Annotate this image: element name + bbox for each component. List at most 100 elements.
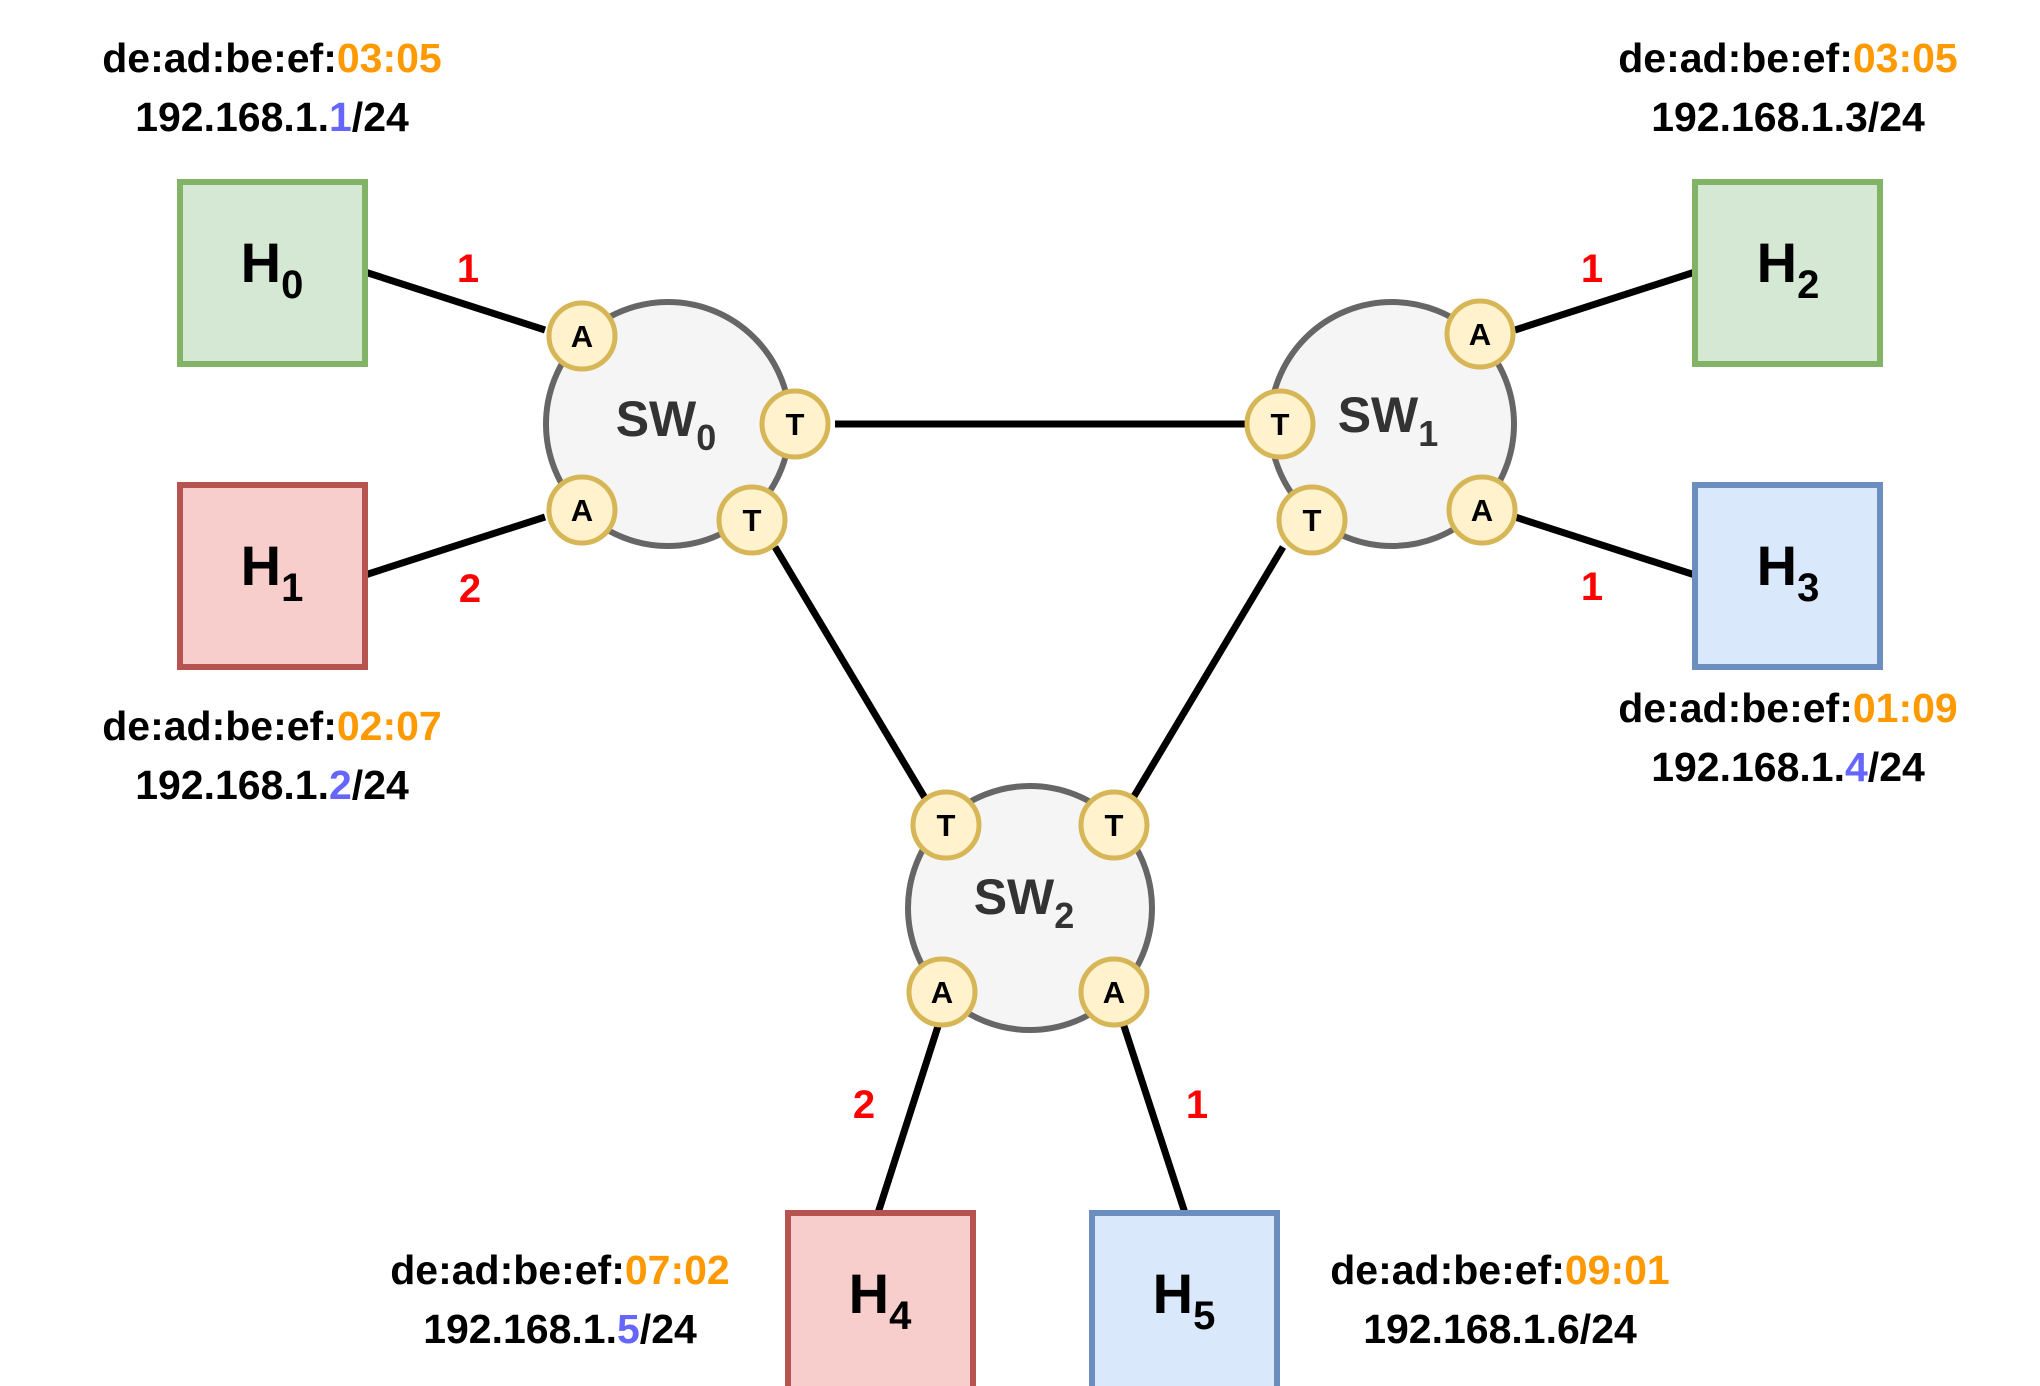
vlan-label-h4: 2	[853, 1083, 875, 1127]
host-h1[interactable]: H1	[177, 482, 368, 670]
ip-octet: 3	[1845, 94, 1868, 140]
ip-mask: /24	[1868, 744, 1925, 790]
link-h2-sw1	[1513, 268, 1697, 334]
host-subscript: 2	[1797, 263, 1819, 307]
port-label: A	[571, 319, 593, 354]
host-name: H	[849, 1262, 889, 1325]
ip-octet: 5	[617, 1306, 640, 1352]
port-label: A	[1103, 975, 1125, 1010]
ip-octet: 2	[329, 762, 352, 808]
svg-text:H3: H3	[1757, 534, 1820, 610]
port-label: T	[786, 407, 805, 442]
switch-subscript: 2	[1054, 895, 1074, 936]
port-label: A	[1471, 493, 1493, 528]
port-label: T	[1105, 808, 1124, 843]
ip-address-h3: 192.168.1.4/24	[1651, 744, 1925, 790]
mac-prefix: de:ad:be:ef:	[102, 35, 337, 81]
link-h1-sw0	[363, 513, 547, 579]
host-h4[interactable]: H4	[785, 1210, 976, 1386]
mac-suffix: 01:09	[1853, 685, 1958, 731]
mac-prefix: de:ad:be:ef:	[1330, 1247, 1565, 1293]
ports: A A T T A A T T	[546, 298, 1518, 1028]
mac-suffix: 03:05	[337, 35, 442, 81]
port-label: A	[1469, 317, 1491, 352]
link-sw1-sw2	[1129, 545, 1287, 800]
port-sw2-trunk-right[interactable]: T	[1078, 789, 1150, 861]
svg-text:H1: H1	[241, 534, 304, 610]
ip-prefix: 192.168.1.	[423, 1306, 617, 1352]
trunk-port-icon	[1078, 789, 1150, 861]
port-label: T	[937, 808, 956, 843]
ip-prefix: 192.168.1.	[1651, 744, 1845, 790]
ip-octet: 1	[329, 94, 352, 140]
mac-address-h1: de:ad:be:ef:02:07	[102, 703, 441, 749]
host-subscript: 3	[1797, 566, 1819, 610]
trunk-port-icon	[716, 484, 788, 556]
svg-text:H5: H5	[1153, 1262, 1216, 1338]
host-subscript: 5	[1193, 1294, 1215, 1338]
switch-sw1[interactable]: SW1	[1267, 299, 1517, 549]
port-sw2-access-right[interactable]: A	[1078, 956, 1150, 1028]
mac-suffix: 07:02	[625, 1247, 730, 1293]
mac-address-h0: de:ad:be:ef:03:05	[102, 35, 441, 81]
switch-name: SW	[616, 391, 697, 447]
port-sw1-trunk-bottom[interactable]: T	[1276, 484, 1348, 556]
host-subscript: 0	[281, 263, 303, 307]
port-sw1-access-top[interactable]: A	[1444, 298, 1516, 370]
host-box	[785, 1210, 976, 1386]
link-h4-sw2	[874, 1018, 944, 1215]
link-h0-sw0	[363, 268, 547, 334]
switch-name: SW	[1338, 387, 1419, 443]
host-h2[interactable]: H2	[1692, 179, 1883, 367]
port-sw1-trunk-left[interactable]: T	[1244, 388, 1316, 460]
ip-prefix: 192.168.1.	[1363, 1306, 1557, 1352]
port-sw0-access-bottom[interactable]: A	[546, 474, 618, 546]
trunk-port-icon	[759, 388, 831, 460]
svg-text:SW1: SW1	[1338, 387, 1439, 454]
vlan-label-h0: 1	[457, 247, 479, 291]
host-name: H	[1153, 1262, 1193, 1325]
svg-text:H4: H4	[849, 1262, 912, 1338]
port-sw0-access-top[interactable]: A	[546, 300, 618, 372]
link-sw0-sw2	[771, 545, 929, 800]
host-box	[1692, 179, 1883, 367]
port-sw1-access-bottom[interactable]: A	[1446, 474, 1518, 546]
svg-text:H2: H2	[1757, 231, 1820, 307]
ip-octet: 4	[1845, 744, 1868, 790]
host-name: H	[241, 534, 281, 597]
access-port-icon	[1444, 298, 1516, 370]
ip-address-h2: 192.168.1.3/24	[1651, 94, 1925, 140]
host-h5[interactable]: H5	[1089, 1210, 1280, 1386]
ip-address-h5: 192.168.1.6/24	[1363, 1306, 1637, 1352]
vlan-label-h5: 1	[1186, 1083, 1208, 1127]
port-sw2-access-left[interactable]: A	[906, 956, 978, 1028]
mac-prefix: de:ad:be:ef:	[102, 703, 337, 749]
vlan-label-h1: 2	[459, 567, 481, 611]
link-h5-sw2	[1118, 1018, 1189, 1215]
svg-text:SW2: SW2	[974, 869, 1075, 936]
ip-address-h4: 192.168.1.5/24	[423, 1306, 697, 1352]
ip-prefix: 192.168.1.	[135, 94, 329, 140]
mac-suffix: 03:05	[1853, 35, 1958, 81]
svg-text:SW0: SW0	[616, 391, 717, 458]
host-box	[1692, 482, 1883, 670]
host-name: H	[1757, 231, 1797, 294]
host-name: H	[241, 231, 281, 294]
host-h3[interactable]: H3	[1692, 482, 1883, 670]
mac-address-h2: de:ad:be:ef:03:05	[1618, 35, 1957, 81]
port-label: A	[571, 493, 593, 528]
port-sw2-trunk-left[interactable]: T	[910, 789, 982, 861]
switch-subscript: 0	[696, 417, 716, 458]
host-subscript: 4	[889, 1294, 912, 1338]
access-port-icon	[546, 300, 618, 372]
host-subscript: 1	[281, 566, 303, 610]
host-h0[interactable]: H0	[177, 179, 368, 367]
ip-prefix: 192.168.1.	[1651, 94, 1845, 140]
vlan-labels: 1 2 1 1 2 1	[457, 247, 1603, 1127]
port-sw0-trunk-bottom[interactable]: T	[716, 484, 788, 556]
host-box	[177, 482, 368, 670]
ip-prefix: 192.168.1.	[135, 762, 329, 808]
port-sw0-trunk-right[interactable]: T	[759, 388, 831, 460]
access-port-icon	[546, 474, 618, 546]
ip-mask: /24	[352, 94, 409, 140]
